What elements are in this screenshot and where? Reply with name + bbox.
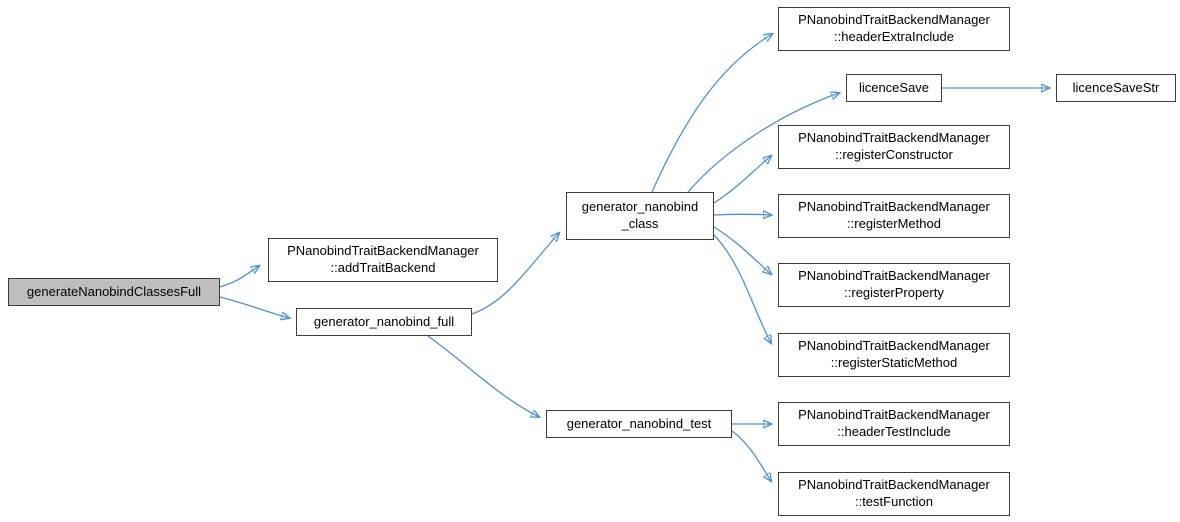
node-registerMethod[interactable]: PNanobindTraitBackendManager ::registerM… <box>778 194 1010 238</box>
node-registerStaticMethod[interactable]: PNanobindTraitBackendManager ::registerS… <box>778 333 1010 377</box>
edge-full-class-arrow <box>471 233 559 315</box>
node-headerTestInclude[interactable]: PNanobindTraitBackendManager ::headerTes… <box>778 402 1010 446</box>
edge-test-testFunction-arrow <box>731 430 771 481</box>
edge-class-registerStaticMethod-arrow <box>713 234 771 343</box>
node-licenceSave[interactable]: licenceSave <box>846 74 942 102</box>
edge-class-registerProperty-arrow <box>713 226 771 274</box>
edge-class-registerMethod-arrow <box>713 214 771 215</box>
edge-class-licenceSave-arrow <box>687 93 839 193</box>
node-generator-nanobind-class[interactable]: generator_nanobind _class <box>566 192 714 240</box>
node-testFunction[interactable]: PNanobindTraitBackendManager ::testFunct… <box>778 472 1010 516</box>
node-licenceSaveStr[interactable]: licenceSaveStr <box>1056 74 1176 102</box>
node-registerProperty[interactable]: PNanobindTraitBackendManager ::registerP… <box>778 263 1010 307</box>
edge-root-addTraitBackend-arrow <box>219 266 259 288</box>
node-generateNanobindClassesFull: generateNanobindClassesFull <box>8 278 220 306</box>
node-generator-nanobind-test[interactable]: generator_nanobind_test <box>546 410 732 438</box>
node-generator-nanobind-full[interactable]: generator_nanobind_full <box>296 308 472 336</box>
edge-class-registerConstructor-arrow <box>713 156 771 204</box>
edge-class-headerExtraInclude-arrow <box>651 34 772 193</box>
node-registerConstructor[interactable]: PNanobindTraitBackendManager ::registerC… <box>778 125 1010 169</box>
edge-root-generatorNanobindFull-arrow <box>219 296 289 318</box>
edge-full-test-arrow <box>427 335 539 417</box>
node-addTraitBackend[interactable]: PNanobindTraitBackendManager ::addTraitB… <box>268 238 498 282</box>
node-headerExtraInclude[interactable]: PNanobindTraitBackendManager ::headerExt… <box>778 7 1010 51</box>
